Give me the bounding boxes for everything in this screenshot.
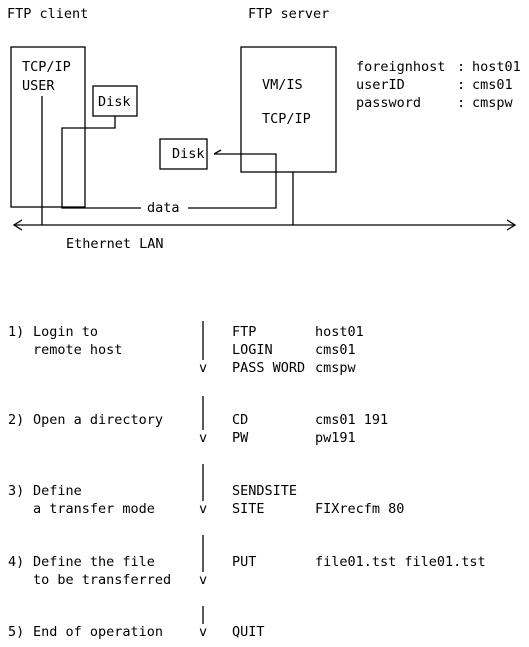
login-info-key: foreignhost: [356, 59, 445, 75]
command-name: LOGIN: [232, 342, 273, 358]
command-arg: FIXrecfm 80: [315, 501, 404, 517]
step-1: 1) Login to remote host v FTP host01 LOG…: [8, 321, 364, 376]
step-description: to be transferred: [33, 572, 171, 588]
command-name: CD: [232, 412, 248, 428]
login-info-value: cmspw: [472, 95, 514, 111]
client-box-line-2: USER: [22, 78, 55, 94]
step-description: a transfer mode: [33, 501, 155, 517]
flow-arrow: v: [199, 501, 207, 517]
command-name: SENDSITE: [232, 483, 297, 499]
command-name: QUIT: [232, 624, 265, 640]
server-box-line-1: VM/IS: [262, 77, 303, 93]
step-description: remote host: [33, 342, 122, 358]
client-box: [10, 46, 86, 208]
step-description: Define: [33, 483, 82, 499]
step-number: 2): [8, 412, 24, 428]
command-name: PUT: [232, 554, 256, 570]
server-disk-label: Disk: [172, 146, 205, 162]
flow-arrow: v: [199, 572, 207, 588]
login-info-value: cms01: [472, 77, 513, 93]
flow-arrow: v: [199, 360, 207, 376]
command-arg: file01.tst file01.tst: [315, 554, 486, 570]
step-description: End of operation: [33, 624, 163, 640]
ethernet-lan-line: [12, 96, 517, 231]
step-number: 5): [8, 624, 24, 640]
command-arg: cmspw: [315, 360, 357, 376]
server-disk-box: [159, 138, 208, 170]
login-info-key: password: [356, 95, 421, 111]
step-number: 1): [8, 324, 24, 340]
step-number: 4): [8, 554, 24, 570]
login-info-block: foreignhost : host01 userID : cms01 pass…: [356, 59, 521, 111]
step-3: 3) Define a transfer mode v SENDSITE SIT…: [8, 464, 404, 517]
step-description: Define the file: [33, 554, 155, 570]
command-arg: host01: [315, 324, 364, 340]
login-info-sep: :: [457, 59, 465, 75]
step-5: 5) End of operation v QUIT: [8, 606, 265, 640]
command-name: PW: [232, 430, 249, 446]
step-description: Open a directory: [33, 412, 163, 428]
data-path-line: [61, 116, 277, 209]
server-box: [240, 46, 337, 173]
ethernet-lan-label: Ethernet LAN: [66, 236, 164, 252]
ftp-server-heading: FTP server: [248, 6, 329, 22]
command-name: SITE: [232, 501, 265, 517]
command-name: FTP: [232, 324, 256, 340]
command-arg: cms01 191: [315, 412, 388, 428]
client-box-line-1: TCP/IP: [22, 59, 71, 75]
step-4: 4) Define the file to be transferred v P…: [8, 535, 486, 588]
step-number: 3): [8, 483, 24, 499]
command-arg: pw191: [315, 430, 356, 446]
login-info-sep: :: [457, 77, 465, 93]
command-name: PASS WORD: [232, 360, 305, 376]
client-disk-label: Disk: [98, 94, 131, 110]
server-box-line-2: TCP/IP: [262, 111, 311, 127]
flow-arrow: v: [199, 430, 207, 446]
login-info-sep: :: [457, 95, 465, 111]
data-path-label: data: [147, 200, 180, 216]
step-description: Login to: [33, 324, 98, 340]
flow-arrow: v: [199, 624, 207, 640]
step-2: 2) Open a directory v CD cms01 191 PW pw…: [8, 396, 388, 446]
login-info-key: userID: [356, 77, 405, 93]
command-arg: cms01: [315, 342, 356, 358]
login-info-value: host01: [472, 59, 521, 75]
ftp-client-heading: FTP client: [7, 6, 88, 22]
